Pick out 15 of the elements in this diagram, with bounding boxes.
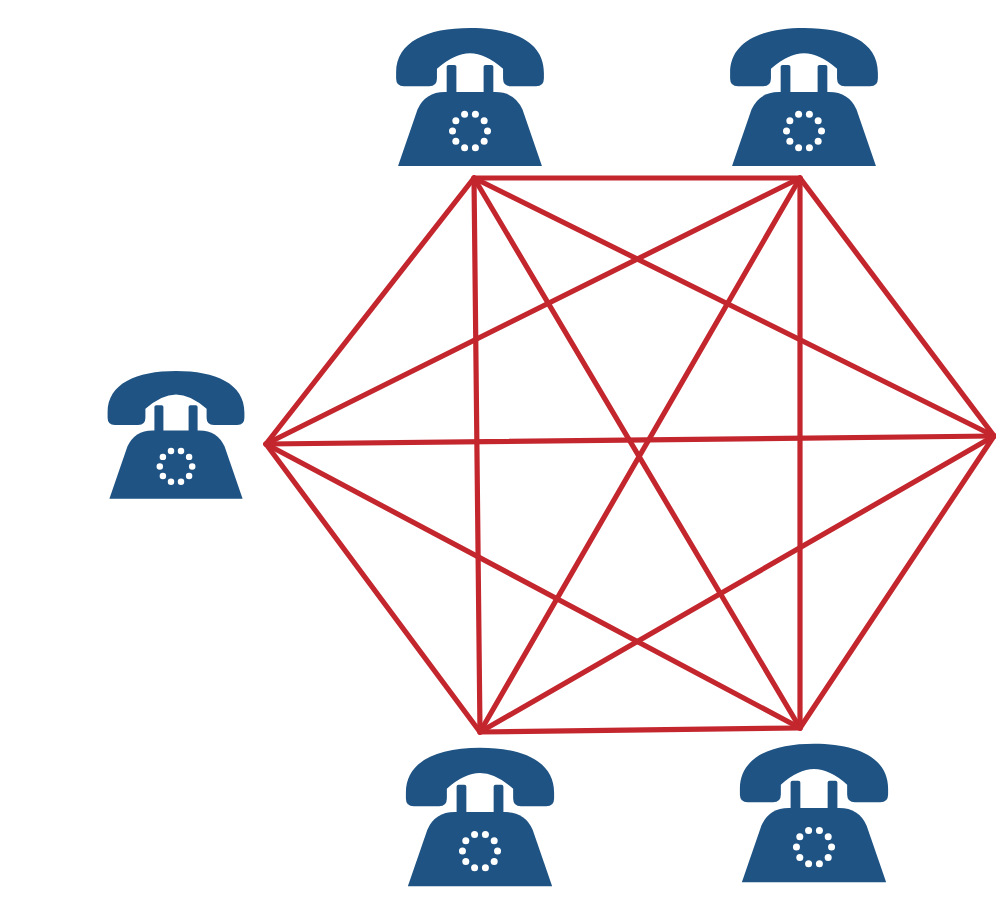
connection-line [263, 441, 483, 735]
telephone-icon [726, 26, 882, 166]
connection-line [477, 433, 996, 735]
connection-line [797, 175, 996, 439]
telephone-icon [104, 368, 248, 500]
telephone-icon [736, 740, 892, 884]
connection-line [471, 175, 803, 181]
connection-line [263, 441, 803, 731]
telephone-icon [392, 26, 548, 166]
telephone-icon [402, 744, 558, 888]
connection-line [263, 175, 803, 447]
connection-line [477, 725, 803, 735]
connection-line [263, 175, 477, 447]
connection-line [263, 433, 996, 447]
connection-line [797, 433, 996, 731]
